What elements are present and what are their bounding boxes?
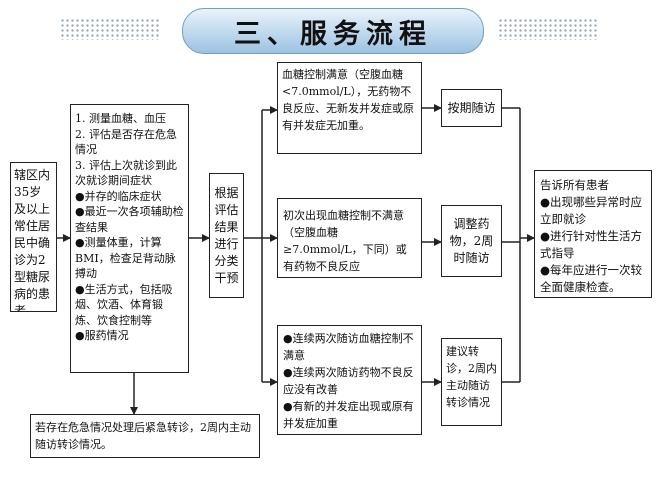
branch-1-condition-box: 血糖控制满意（空腹血糖<7.0mmol/L），无药物不良反应、无新发并发症或原有…: [277, 62, 422, 154]
assessment-item: 3. 评估上次就诊到此次就诊期间症状: [75, 158, 177, 188]
notify-item: 告诉所有患者: [540, 178, 609, 192]
branch-1-condition: 血糖控制满意（空腹血糖<7.0mmol/L），无药物不良反应、无新发并发症或原有…: [282, 68, 414, 132]
assessment-item: 1. 测量血糖、血压: [75, 112, 166, 125]
banner-dots-left: [60, 18, 160, 40]
page-title: 三、服务流程: [234, 18, 432, 50]
assessment-item: ●生活方式，包括吸烟、饮酒、体育锻炼、饮食控制等: [75, 282, 173, 327]
notify-item: ●出现哪些异常时应立即就诊: [540, 195, 643, 226]
assessment-item: ●并存的临床症状: [75, 189, 162, 203]
notify-item: ●进行针对性生活方式指导: [540, 229, 643, 260]
classify-text: 根据评估结果进行分类干预: [214, 185, 239, 285]
emergency-text: 若存在危急情况处理后紧急转诊，2周内主动随访转诊情况。: [35, 421, 251, 451]
notify-box: 告诉所有患者 ●出现哪些异常时应立即就诊 ●进行针对性生活方式指导 ●每年应进行…: [534, 170, 652, 298]
assessment-item: 2. 评估是否存在危急情况: [75, 127, 177, 157]
assessment-item: ●测量体重，计算BMI，检查足背动脉搏动: [75, 236, 176, 280]
branch-2-condition: 初次出现血糖控制不满意（空腹血糖≥7.0mmol/L，下同）或有药物不良反应: [283, 209, 407, 273]
branch-2-action: 调整药物，2周时随访: [449, 216, 494, 265]
banner-dots-right: [498, 18, 598, 40]
notify-item: ●每年应进行一次较全面健康检查。: [540, 263, 643, 294]
branch-3-condition-box: ●连续两次随访血糖控制不满意 ●连续两次随访药物不良反应没有改善 ●有新的并发症…: [277, 325, 422, 435]
assessment-item: ●最近一次各项辅助检查结果: [75, 205, 184, 234]
patient-box: 辖区内35岁及以上常住居民中确诊为2型糖尿病的患者: [10, 162, 57, 312]
emergency-box: 若存在危急情况处理后紧急转诊，2周内主动随访转诊情况。: [30, 414, 260, 458]
branch-3-condition-item: ●连续两次随访血糖控制不满意: [283, 332, 414, 362]
branch-3-condition-item: ●连续两次随访药物不良反应没有改善: [283, 366, 414, 396]
branch-3-condition-item: ●有新的并发症出现或原有并发症加重: [283, 400, 414, 430]
branch-3-action: 建议转诊，2周内主动随访转诊情况: [446, 345, 497, 409]
title-banner: 三、服务流程: [182, 8, 484, 54]
assessment-item: ●服药情况: [75, 329, 129, 342]
classify-box: 根据评估结果进行分类干预: [209, 173, 244, 298]
branch-2-condition-box: 初次出现血糖控制不满意（空腹血糖≥7.0mmol/L，下同）或有药物不良反应: [277, 198, 422, 278]
assessment-box: 1. 测量血糖、血压 2. 评估是否存在危急情况 3. 评估上次就诊到此次就诊期…: [70, 104, 189, 373]
patient-text: 辖区内35岁及以上常住居民中确诊为2型糖尿病的患者: [14, 168, 51, 312]
branch-3-action-box: 建议转诊，2周内主动随访转诊情况: [441, 338, 502, 426]
branch-2-action-box: 调整药物，2周时随访: [441, 205, 502, 277]
branch-1-action-box: 按期随访: [441, 89, 502, 127]
branch-1-action: 按期随访: [447, 100, 496, 115]
